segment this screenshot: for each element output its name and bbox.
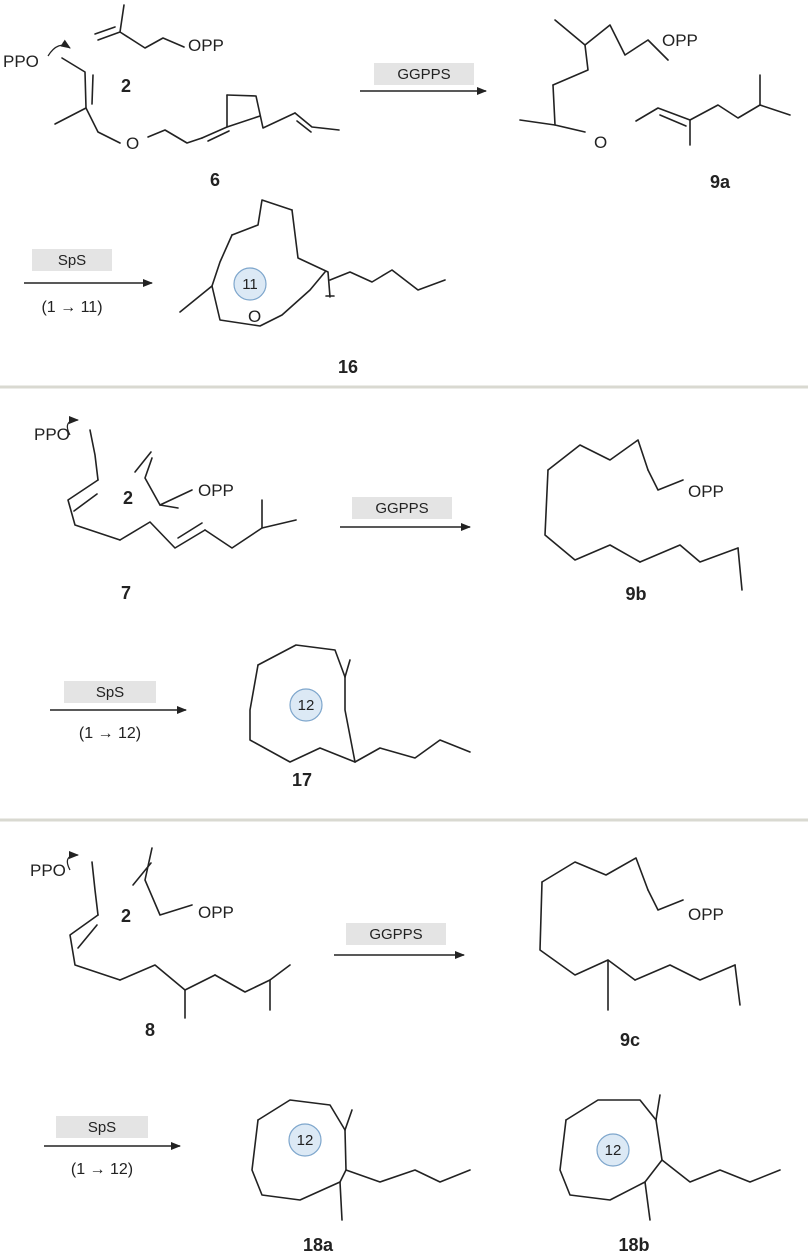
compound-2c-opp-label: OPP <box>198 903 234 922</box>
sps-label-3: SpS <box>88 1119 116 1136</box>
compound-6-label: 6 <box>210 170 220 190</box>
compound-17-structure <box>249 644 471 763</box>
compound-18a-label: 18a <box>303 1235 334 1255</box>
compound-9a-ether-o: O <box>594 133 607 152</box>
sps-label-2: SpS <box>96 684 124 701</box>
compound-9a-structure <box>519 19 791 146</box>
compound-7-ppo-label: PPO <box>34 425 70 444</box>
compound-8-ppo-label: PPO <box>30 861 66 880</box>
compound-2-opp-label: OPP <box>188 36 224 55</box>
compound-2b-opp-label: OPP <box>198 481 234 500</box>
compound-6-structure <box>54 57 340 144</box>
compound-9c-label: 9c <box>620 1030 640 1050</box>
curly-arrow-7 <box>66 416 79 436</box>
compound-9c-structure <box>539 857 741 1011</box>
compound-9a-label: 9a <box>710 172 731 192</box>
compound-16-label: 16 <box>338 357 358 377</box>
ring-size-circle-18a <box>288 1123 322 1157</box>
condition-1-11: (1 → 11) <box>41 299 102 316</box>
compound-2-structure <box>94 4 185 49</box>
compound-18b-label: 18b <box>618 1235 649 1255</box>
compound-2c-structure <box>132 847 193 916</box>
compound-16-ether-o: O <box>248 307 261 326</box>
curly-arrow-8 <box>66 851 79 871</box>
ggpps-box-1 <box>374 63 474 85</box>
compound-9b-structure <box>544 439 743 591</box>
compound-9b-opp-label: OPP <box>688 482 724 501</box>
compound-9c-opp-label: OPP <box>688 905 724 924</box>
ggpps-box-2 <box>352 497 452 519</box>
compound-2b-label: 2 <box>123 488 133 508</box>
ggpps-label-2: GGPPS <box>375 500 428 517</box>
compound-18a-structure <box>251 1099 471 1221</box>
curly-arrow-6 <box>47 39 71 57</box>
ring-size-label-18a: 12 <box>297 1132 314 1149</box>
condition-1-12-b: (1 → 12) <box>71 1161 133 1178</box>
compound-8-structure <box>69 861 291 1019</box>
compound-9b-label: 9b <box>625 584 646 604</box>
ring-size-circle-17 <box>289 688 323 722</box>
compound-9a-opp-label: OPP <box>662 31 698 50</box>
compound-7-structure <box>67 429 297 549</box>
compound-16-structure <box>179 199 446 327</box>
compound-2c-label: 2 <box>121 906 131 926</box>
sps-box-3 <box>56 1116 148 1138</box>
compound-17-label: 17 <box>292 770 312 790</box>
ggpps-box-3 <box>346 923 446 945</box>
condition-1-12-a: (1 → 12) <box>79 725 141 742</box>
ring-size-circle-18b <box>596 1133 630 1167</box>
sps-box-1 <box>32 249 112 271</box>
sps-box-2 <box>64 681 156 703</box>
compound-2b-structure <box>134 451 193 509</box>
ggpps-label-1: GGPPS <box>397 66 450 83</box>
sps-label-1: SpS <box>58 252 86 269</box>
compound-7-label: 7 <box>121 583 131 603</box>
compound-18b-structure <box>559 1094 781 1221</box>
ring-size-circle-16 <box>233 267 267 301</box>
compound-8-label: 8 <box>145 1020 155 1040</box>
ggpps-label-3: GGPPS <box>369 926 422 943</box>
compound-6-ether-o: O <box>126 134 139 153</box>
ring-size-label-16: 11 <box>242 276 258 293</box>
ring-size-label-18b: 12 <box>605 1142 622 1159</box>
compound-2-label: 2 <box>121 76 131 96</box>
ring-size-label-17: 12 <box>298 697 315 714</box>
compound-6-ppo-label: PPO <box>3 52 39 71</box>
